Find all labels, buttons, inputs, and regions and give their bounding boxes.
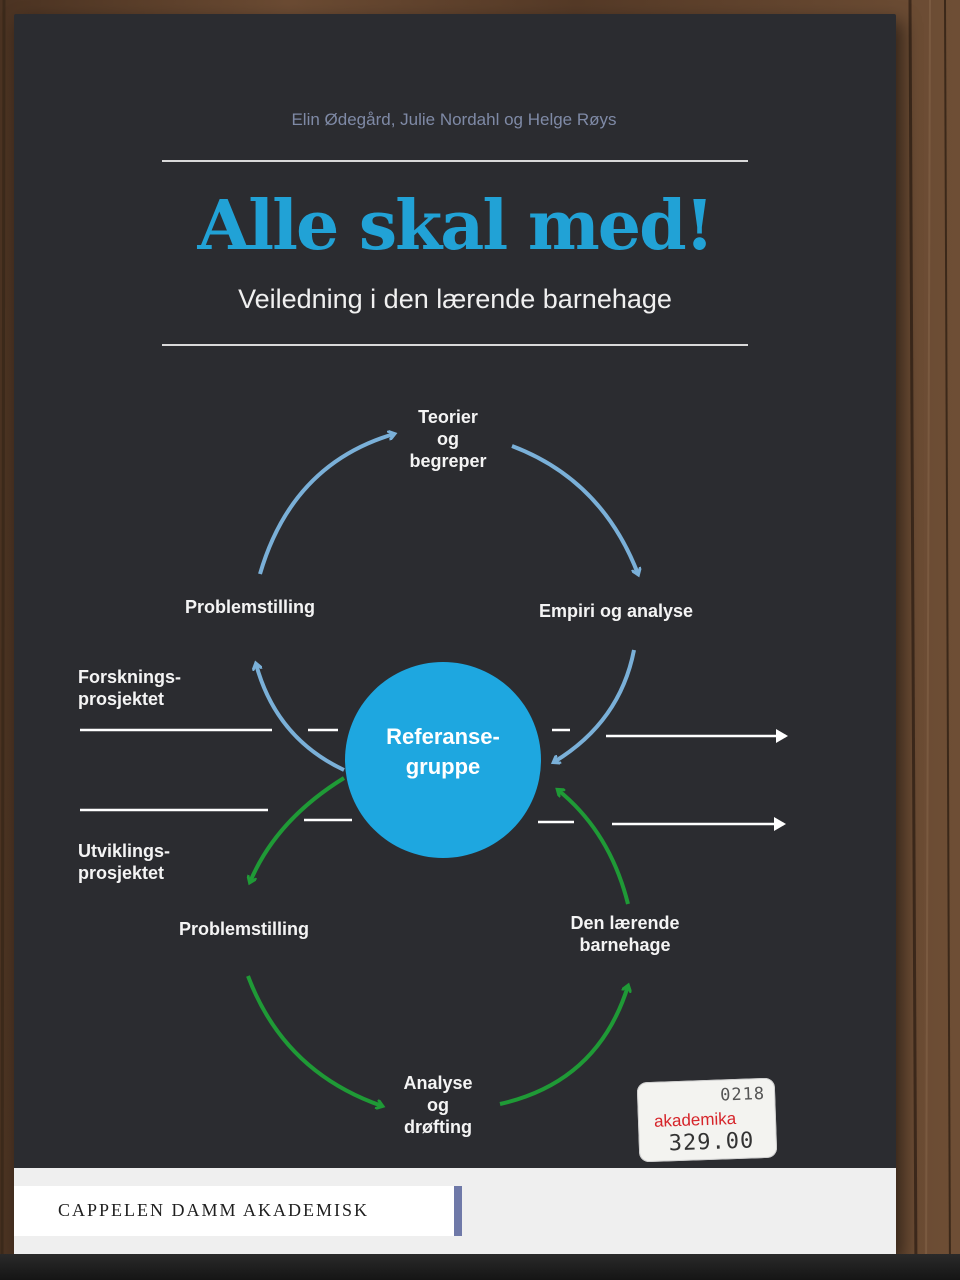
node-analysis-discussion: Analyse og drøfting (403, 1073, 473, 1137)
arrow-empirics-to-group (554, 649, 636, 762)
arrow-group-to-problem (256, 664, 345, 772)
reference-group-line-2: gruppe (405, 754, 481, 779)
reference-group-line-1: Referanse- (386, 724, 500, 749)
book-subtitle: Veiledning i den lærende barnehage (238, 284, 672, 314)
book-cover: Elin Ødegård, Julie Nordahl og Helge Røy… (14, 14, 896, 1254)
arrow-theory-to-empirics (511, 444, 638, 574)
node-learning-kindergarten: Den lærende barnehage (570, 913, 680, 955)
arrow-problem-to-analysis (246, 975, 382, 1106)
label-development-project: Utviklings- prosjektet (78, 841, 171, 883)
sticker-code: 0218 (719, 1083, 766, 1106)
upper-cycle-arrows (256, 434, 638, 772)
cycle-diagram (80, 14, 788, 1254)
arrow-kindergarten-to-group (558, 790, 630, 905)
reference-group-label: Referanse- gruppe (346, 722, 540, 782)
publisher-band: CAPPELEN DAMM AKADEMISK (14, 1168, 896, 1254)
bottom-divider (162, 344, 748, 346)
node-theories-concepts: Teorier og begreper (409, 407, 487, 471)
project-lines (80, 728, 788, 831)
node-problem-upper: Problemstilling (184, 597, 316, 617)
node-empirics-analysis: Empiri og analyse (538, 601, 694, 621)
authors-line: Elin Ødegård, Julie Nordahl og Helge Røy… (291, 110, 617, 129)
book-title: Alle skal med! (197, 186, 715, 266)
node-problem-lower: Problemstilling (178, 919, 310, 939)
price-sticker: 0218 akademika 329.00 (636, 1077, 778, 1163)
lower-cycle-arrows (246, 776, 630, 1106)
arrow-group-to-problem-lower (250, 776, 346, 882)
sticker-price: 329.00 (668, 1128, 755, 1157)
reference-group-circle (345, 662, 541, 858)
publisher-box: CAPPELEN DAMM AKADEMISK (14, 1186, 462, 1236)
arrow-problem-to-theory (258, 434, 394, 575)
arrow-analysis-to-kindergarten (499, 986, 628, 1106)
label-research-project: Forsknings- prosjektet (78, 667, 182, 709)
top-divider (162, 160, 748, 162)
floor-shadow (0, 1254, 960, 1280)
publisher-name: CAPPELEN DAMM AKADEMISK (58, 1200, 370, 1220)
